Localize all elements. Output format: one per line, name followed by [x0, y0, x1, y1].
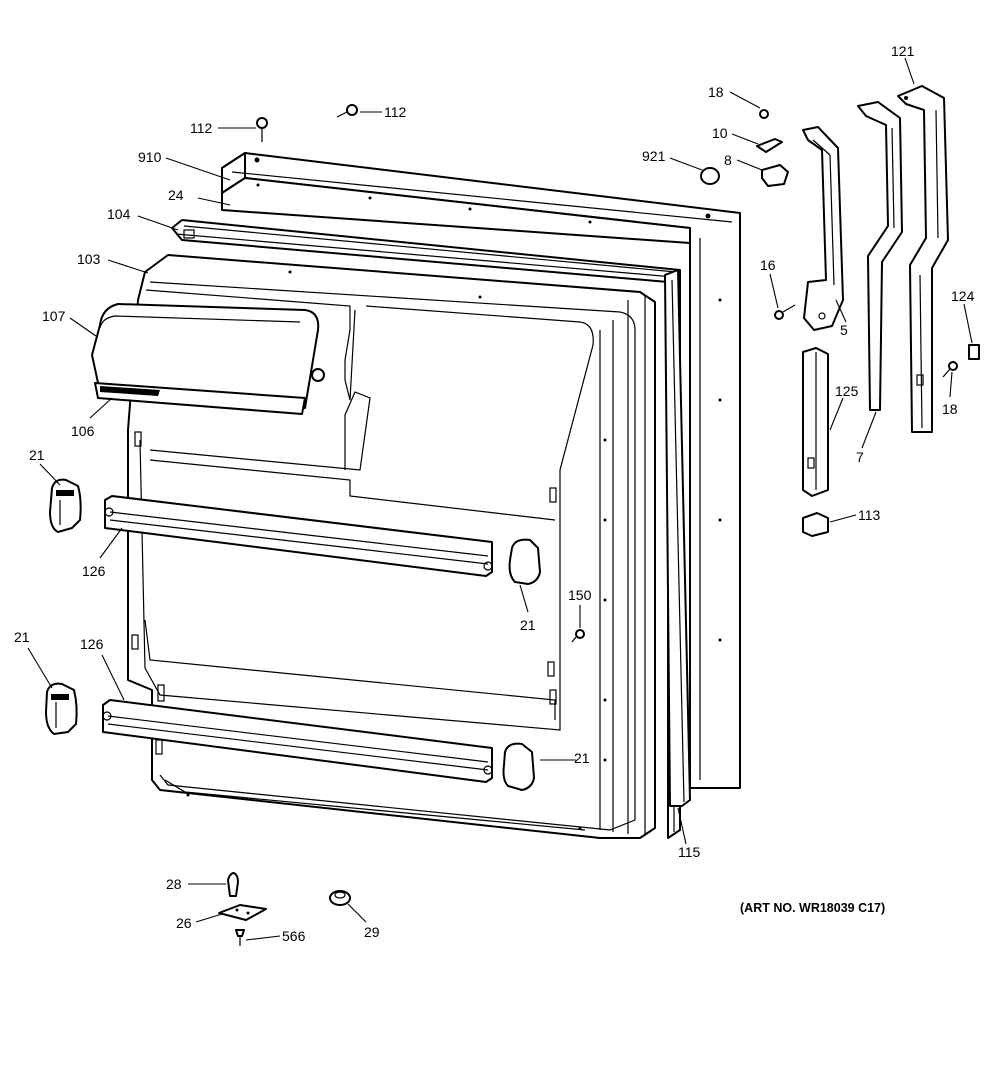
- hinge-plate-26: [218, 904, 267, 921]
- callout-126-upper: 126: [82, 563, 106, 579]
- hinge-cap-8: [761, 164, 789, 187]
- plug-29: [329, 890, 351, 906]
- callout-113: 113: [858, 507, 881, 523]
- callout-115: 115: [678, 844, 701, 860]
- bracket-10: [756, 138, 783, 153]
- art-number: (ART NO. WR18039 C17): [740, 901, 885, 915]
- callout-21-right-lower: 21: [574, 750, 590, 766]
- callout-910: 910: [138, 149, 162, 165]
- callout-7: 7: [856, 449, 864, 465]
- screw-18-right: [942, 361, 958, 378]
- handle-trim-125: [802, 347, 829, 497]
- callout-26: 26: [176, 915, 192, 931]
- callout-103: 103: [77, 251, 101, 267]
- callout-124: 124: [951, 288, 975, 304]
- screw-112-left: [256, 117, 268, 142]
- callout-112-left: 112: [190, 120, 213, 136]
- shelf-end-cap-right-upper: [508, 538, 541, 585]
- dairy-compartment-door: [91, 303, 325, 415]
- callout-10: 10: [712, 125, 728, 141]
- shelf-end-cap-right-lower: [502, 742, 535, 791]
- callout-107: 107: [42, 308, 66, 324]
- screw-566: [235, 929, 245, 946]
- callout-24: 24: [168, 187, 184, 203]
- callout-566: 566: [282, 928, 306, 944]
- shelf-end-cap-left-lower: [45, 682, 78, 735]
- stop-pin-28: [227, 872, 239, 897]
- callout-150: 150: [568, 587, 592, 603]
- screw-16: [774, 304, 796, 320]
- callout-21-left-lower: 21: [14, 629, 30, 645]
- clip-124: [968, 344, 980, 360]
- door-shelf-bar-upper: [104, 495, 493, 577]
- callout-16: 16: [760, 257, 776, 273]
- callout-29: 29: [364, 924, 380, 940]
- cam-113: [802, 512, 829, 537]
- door-handle-5: [802, 126, 844, 331]
- callout-21-left-upper: 21: [29, 447, 45, 463]
- hinge-strap-7: [857, 101, 903, 411]
- screw-112-right: [336, 104, 358, 118]
- outer-door-panel: [221, 152, 741, 789]
- leader-lines: [27, 57, 973, 941]
- callout-8: 8: [724, 152, 732, 168]
- screw-150: [571, 629, 585, 643]
- callout-18-right: 18: [942, 401, 958, 417]
- callout-125: 125: [835, 383, 859, 399]
- callout-18-top: 18: [708, 84, 724, 100]
- callout-121: 121: [891, 43, 915, 59]
- callout-28: 28: [166, 876, 182, 892]
- callout-112-right: 112: [384, 104, 407, 120]
- door-gasket-strip-115: [664, 269, 691, 807]
- callout-104: 104: [107, 206, 131, 222]
- hinge-cover-921: [700, 167, 720, 185]
- washer-18-top: [759, 109, 769, 119]
- hinge-strap-121: [897, 85, 949, 433]
- callout-21-right-upper: 21: [520, 617, 536, 633]
- door-shelf-bar-lower: [102, 699, 493, 783]
- callout-labels: 112 112 910 24 104 103 107 106 21 21 126…: [14, 43, 975, 944]
- callout-126-lower: 126: [80, 636, 104, 652]
- callout-921: 921: [642, 148, 666, 164]
- callout-5: 5: [840, 322, 848, 338]
- callout-106: 106: [71, 423, 95, 439]
- shelf-end-cap-left-upper: [49, 478, 82, 533]
